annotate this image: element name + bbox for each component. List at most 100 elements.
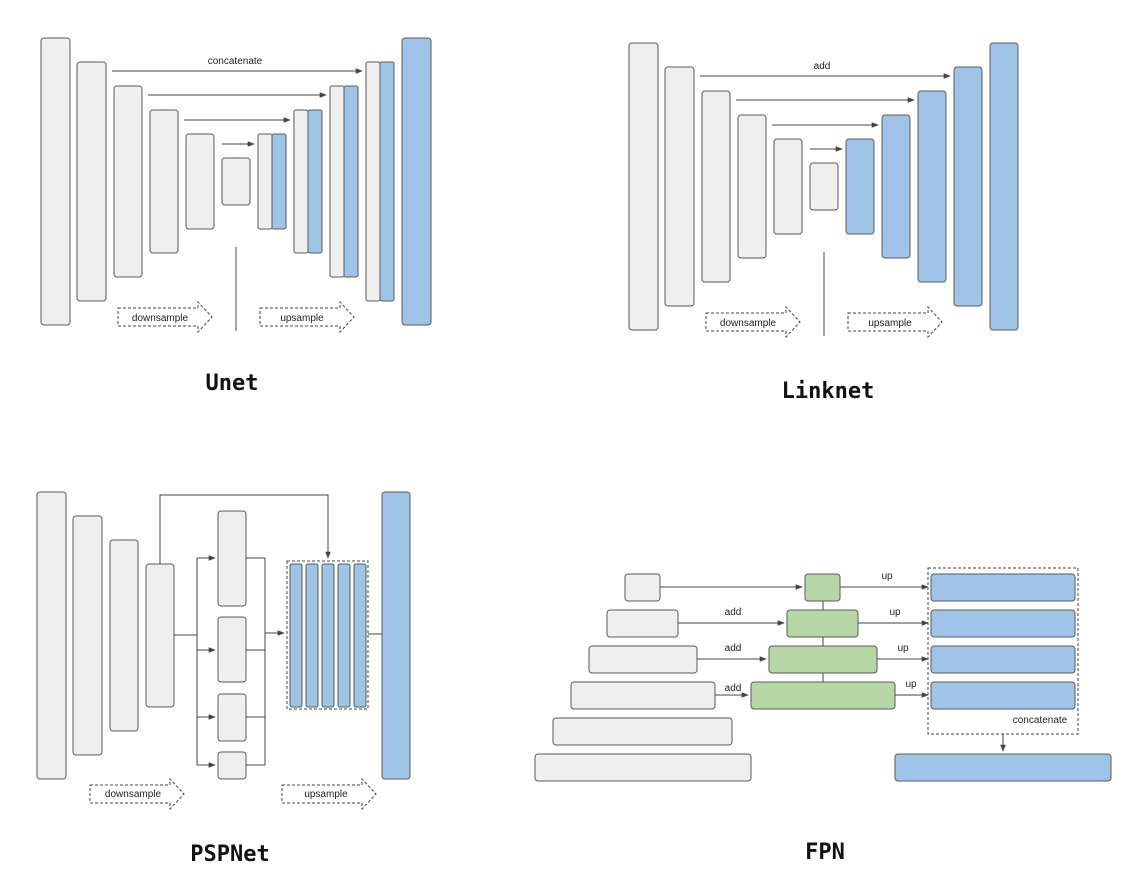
pspnet-concat-frame (286, 560, 369, 710)
fpn-up-label: up (905, 679, 917, 690)
unet-downsample-label: downsample (132, 313, 189, 324)
unet-output-block (401, 37, 432, 326)
unet-skip-copy (365, 61, 381, 302)
linknet-downsample-label: downsample (720, 318, 777, 329)
fpn-encoder-level (606, 609, 679, 638)
pspnet-pool-block (217, 616, 247, 683)
unet-encoder-block (40, 37, 71, 326)
pspnet-bypass-arrow (159, 494, 331, 564)
pspnet-connections (159, 494, 382, 768)
unet-bottleneck-block (221, 157, 251, 206)
unet-skip-copy (329, 85, 345, 278)
unet-decoder-block (307, 109, 323, 254)
pspnet-concat-group (286, 560, 369, 710)
fpn-merge-level (786, 609, 859, 638)
unet-encoder-block (76, 61, 107, 302)
fpn-merge-level (750, 681, 896, 710)
fpn-merge-level (768, 645, 878, 674)
linknet-add-label: add (814, 61, 831, 72)
linknet-decoder-block (917, 90, 947, 283)
linknet-downsample-arrow: downsample (705, 305, 801, 339)
linknet-encoder-block (701, 90, 731, 283)
pspnet-diagram: downsample upsample PSPNet (36, 491, 411, 867)
linknet-decoder-block (845, 138, 875, 235)
unet-encoder-block (113, 85, 143, 278)
fpn-merge-level (804, 573, 841, 602)
linknet-skip-connections: add (700, 61, 951, 152)
fpn-encoder-level (570, 681, 716, 710)
fpn-top-down (750, 573, 896, 710)
pspnet-upsampled-map (337, 563, 351, 708)
unet-skip-connections: concatenate (112, 56, 363, 147)
fpn-lateral-connections: add add add (660, 584, 803, 698)
unet-diagram: concatenate downsample upsample Unet (40, 37, 432, 396)
fpn-upsampled-map (930, 573, 1076, 602)
fpn-upsampled-map (930, 609, 1076, 638)
linknet-upsample-arrow: upsample (847, 305, 943, 339)
pspnet-upsampled-map (305, 563, 319, 708)
linknet-encoder (628, 42, 839, 331)
linknet-bottleneck-block (809, 162, 839, 211)
pspnet-encoder (36, 491, 175, 780)
fpn-up-label: up (881, 571, 893, 582)
pspnet-upsample-label: upsample (304, 789, 348, 800)
unet-decoder-block (379, 61, 395, 302)
unet-downsample-arrow: downsample (117, 300, 213, 334)
pspnet-pool-block (217, 751, 247, 780)
unet-encoder-block (185, 133, 215, 230)
pspnet-encoder-block (36, 491, 67, 780)
linknet-title: Linknet (782, 379, 875, 404)
fpn-upsampled-map (930, 645, 1076, 674)
pspnet-pool-block (217, 510, 247, 607)
pspnet-encoder-block (109, 539, 139, 732)
fpn-up-label: up (897, 643, 909, 654)
unet-upsample-label: upsample (280, 313, 324, 324)
pspnet-upsampled-map (321, 563, 335, 708)
linknet-decoder (845, 42, 1019, 331)
linknet-output-block (989, 42, 1019, 331)
linknet-encoder-block (773, 138, 803, 235)
fpn-output-block (894, 753, 1112, 782)
fpn-add-label: add (725, 607, 742, 618)
fpn-title: FPN (805, 840, 845, 865)
unet-decoder-block (343, 85, 359, 278)
fpn-encoder-level (588, 645, 698, 674)
pspnet-output-block (381, 491, 411, 780)
linknet-encoder-block (664, 66, 695, 307)
fpn-concat-label: concatenate (1013, 715, 1068, 726)
pspnet-encoder-block (145, 563, 175, 708)
linknet-upsample-label: upsample (868, 318, 912, 329)
fpn-encoder-level (624, 573, 661, 602)
fpn-diagram: add add add up up up up concatenate FPN (534, 567, 1112, 865)
pspnet-pyramid-pooling (217, 510, 247, 780)
fpn-encoder-level (534, 753, 752, 782)
linknet-encoder-block (737, 114, 767, 259)
fpn-add-label: add (725, 683, 742, 694)
unet-decoder (257, 37, 432, 326)
fpn-concat-group: concatenate (927, 567, 1079, 735)
pspnet-upsampled-map (353, 563, 367, 708)
pspnet-pool-block (217, 693, 247, 742)
pspnet-upsample-arrow: upsample (281, 777, 377, 811)
pspnet-upsampled-map (289, 563, 303, 708)
pspnet-downsample-label: downsample (105, 789, 162, 800)
unet-skip-copy (293, 109, 309, 254)
unet-encoder-block (149, 109, 179, 254)
fpn-up-connections: up up up up (840, 571, 929, 698)
linknet-diagram: add downsample upsample Linknet (628, 42, 1019, 404)
unet-upsample-arrow: upsample (259, 300, 355, 334)
fpn-add-label: add (725, 643, 742, 654)
pspnet-title: PSPNet (190, 842, 269, 867)
pspnet-downsample-arrow: downsample (89, 777, 185, 811)
linknet-decoder-block (953, 66, 983, 307)
fpn-encoder-level (552, 717, 733, 746)
unet-skip-copy (257, 133, 273, 230)
unet-decoder-block (271, 133, 287, 230)
unet-encoder (40, 37, 251, 326)
pspnet-encoder-block (72, 515, 103, 756)
unet-concat-label: concatenate (208, 56, 263, 67)
fpn-upsampled-map (930, 681, 1076, 710)
unet-title: Unet (206, 371, 259, 396)
fpn-up-label: up (889, 607, 901, 618)
